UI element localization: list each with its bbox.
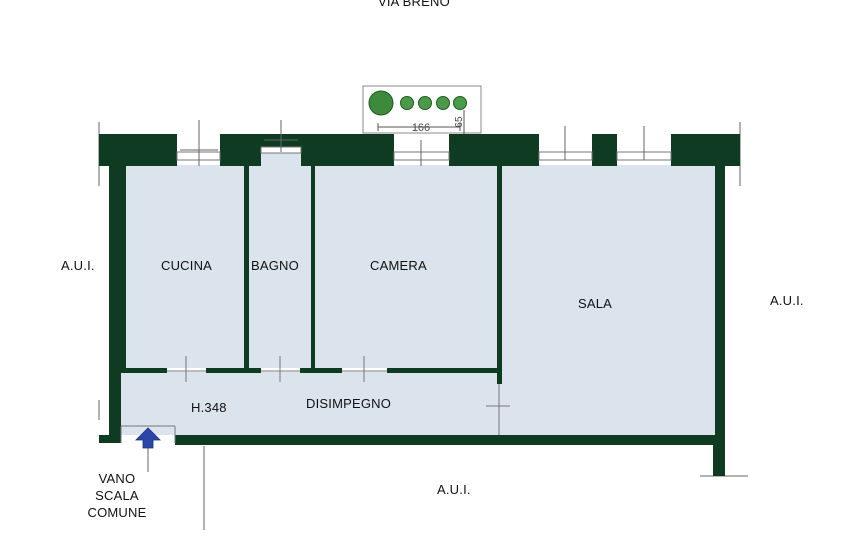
balcony: 166 65	[362, 85, 482, 134]
entrance-arrow-icon	[135, 427, 161, 449]
wall-top	[220, 134, 261, 166]
room-label-cucina: CUCINA	[161, 258, 213, 273]
balcony-width-dim: 166	[412, 122, 430, 134]
height-note: H.348	[191, 400, 227, 415]
walls	[99, 134, 740, 476]
wall-top	[449, 134, 539, 166]
wall-bagno-camera	[311, 166, 315, 368]
floor-sala	[502, 165, 715, 435]
wall-left	[109, 370, 121, 435]
room-label-bagno: BAGNO	[251, 258, 299, 273]
stair-label-line3: COMUNE	[87, 505, 147, 520]
floor-disimpegno	[121, 372, 502, 435]
stair-label: VANO SCALA COMUNE	[72, 470, 162, 521]
plant-pots	[368, 90, 467, 116]
wall-corridor	[206, 368, 261, 373]
floor-areas	[121, 152, 715, 435]
room-label-camera: CAMERA	[370, 258, 427, 273]
wall-right	[715, 160, 725, 446]
window-marks	[180, 120, 645, 166]
plant-icon	[436, 96, 450, 110]
wall-bottom	[99, 435, 121, 443]
stair-label-line1: VANO	[98, 471, 136, 486]
street-label: VIA BRENO	[378, 0, 450, 9]
doors	[120, 356, 510, 443]
wall-cucina-bagno	[244, 160, 249, 368]
wall-camera-sala	[497, 166, 502, 384]
plant-icon	[453, 96, 467, 110]
wall-top	[301, 134, 394, 166]
wall-corridor	[300, 368, 342, 373]
adjacent-unit-bottom: A.U.I.	[437, 482, 471, 497]
wall-left	[109, 160, 126, 370]
room-label-disimpegno: DISIMPEGNO	[306, 396, 392, 411]
stair-label-line2: SCALA	[95, 488, 139, 503]
wall-top	[671, 134, 740, 166]
wall-top	[592, 134, 617, 166]
floor-cucina	[126, 165, 246, 368]
wall-bottom	[175, 435, 720, 445]
floor-camera	[315, 165, 497, 368]
plant-icon	[400, 96, 414, 110]
room-label-sala: SALA	[578, 296, 613, 311]
floor-bagno	[249, 152, 311, 368]
plant-large-icon	[368, 90, 394, 116]
wall-right	[713, 440, 725, 476]
wall-corridor	[387, 368, 497, 373]
adjacent-unit-left: A.U.I.	[61, 258, 95, 273]
wall-corridor	[121, 368, 167, 373]
adjacent-unit-right: A.U.I.	[770, 293, 804, 308]
balcony-depth-dim: 65	[454, 116, 465, 128]
plant-icon	[418, 96, 432, 110]
